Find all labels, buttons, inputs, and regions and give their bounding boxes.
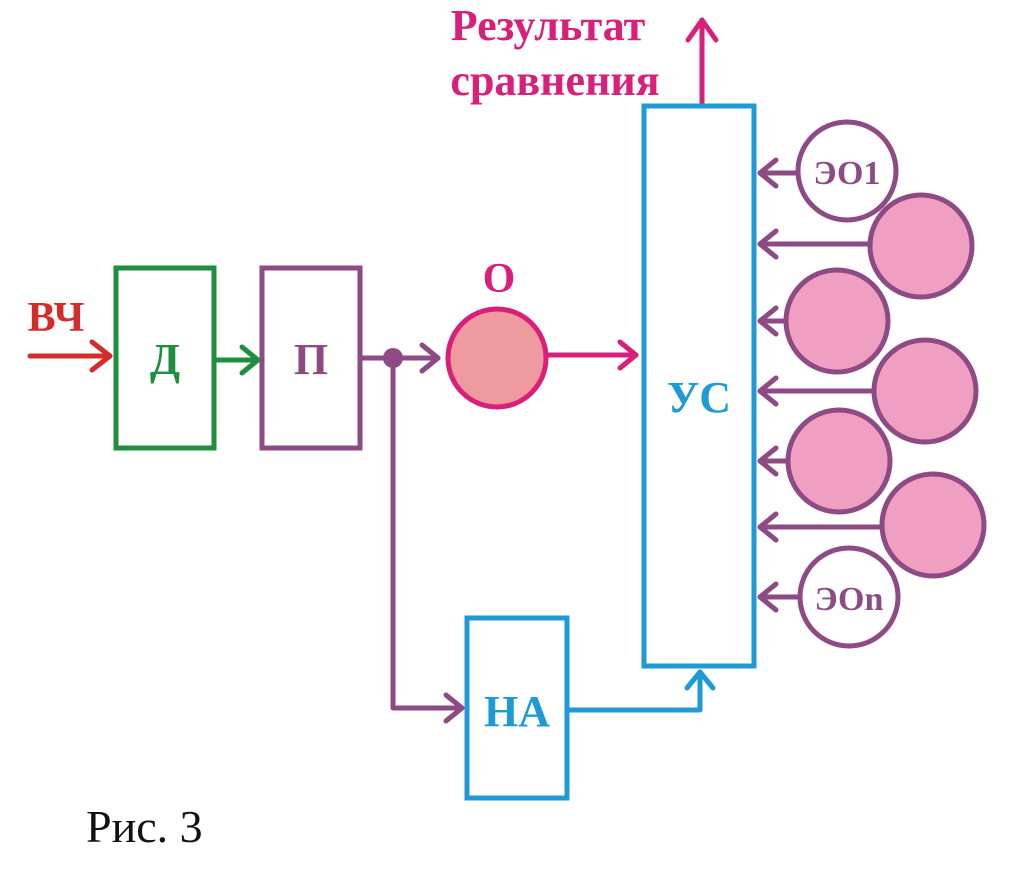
node-o-label: О bbox=[483, 256, 516, 302]
arrow-eo5-to-us bbox=[757, 445, 791, 477]
eon-circle bbox=[797, 545, 901, 649]
arrow-eo6-to-us bbox=[757, 511, 885, 543]
arrow-eon-to-us bbox=[757, 581, 801, 613]
input-label-vch: ВЧ bbox=[28, 295, 85, 341]
input-arrow bbox=[27, 339, 113, 373]
block-us-label: УС bbox=[667, 373, 731, 422]
block-na-label: НА bbox=[484, 687, 550, 736]
eo6-circle bbox=[879, 471, 987, 579]
arrow-eo2-to-us bbox=[757, 228, 873, 260]
arrow-eo4-to-us bbox=[757, 375, 877, 407]
block-us bbox=[641, 103, 757, 669]
eon-label: ЭОn bbox=[815, 581, 884, 618]
block-d-label: Д bbox=[150, 335, 180, 384]
arrow-eo3-to-us bbox=[757, 305, 789, 337]
eo3-circle bbox=[783, 267, 891, 375]
eo1-circle bbox=[795, 119, 899, 223]
block-p-label: П bbox=[294, 335, 328, 384]
arrow-na-to-us bbox=[564, 669, 716, 713]
eo2-circle bbox=[867, 192, 975, 300]
arrow-branch-to-na bbox=[390, 355, 465, 724]
eo5-circle bbox=[785, 407, 893, 515]
eo4-circle bbox=[871, 337, 979, 445]
result-label-line1: Результат bbox=[451, 1, 646, 50]
arrow-eo1-to-us bbox=[757, 157, 801, 189]
figure-caption: Рис. 3 bbox=[86, 801, 203, 852]
node-o bbox=[445, 306, 549, 410]
result-output-arrow bbox=[685, 17, 719, 107]
arrow-d-to-p bbox=[211, 344, 261, 376]
eo1-label: ЭО1 bbox=[814, 155, 881, 192]
result-label-line2: сравнения bbox=[450, 56, 659, 105]
arrow-o-to-us bbox=[544, 339, 639, 371]
